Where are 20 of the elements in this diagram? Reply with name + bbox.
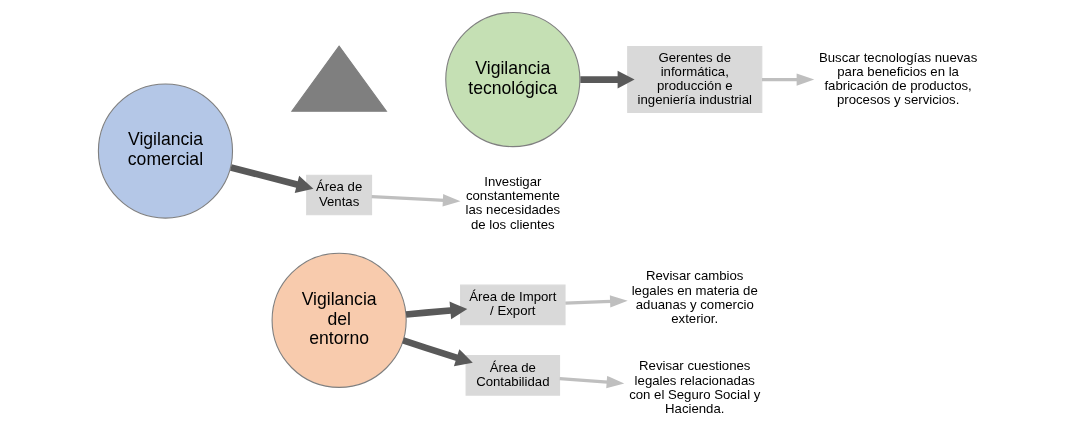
node-text: Buscar tecnologías nuevas para beneficios en la fabricación de productos, procesos y servicios.: [818, 49, 977, 108]
node-circle: Vigilancia tecnológica: [444, 12, 580, 148]
arrow: [371, 194, 460, 207]
node-box: Área de Import / Export: [459, 284, 566, 326]
node-box: Área de Ventas: [305, 174, 372, 216]
node-circle: Vigilancia comercial: [97, 83, 233, 219]
node-box: Área de Contabilidad: [465, 354, 560, 396]
arrow: [579, 70, 635, 89]
arrow: [401, 337, 473, 367]
arrow: [229, 164, 313, 194]
node-triangle: [290, 45, 387, 112]
node-circle: Vigilancia del entorno: [271, 252, 407, 388]
arrow: [405, 301, 467, 320]
node-text: Investigar constantemente las necesidades de los clientes: [465, 173, 560, 232]
node-text: Revisar cuestiones legales relacionadas con el Seguro Social y Hacienda.: [628, 358, 760, 417]
node-text: Revisar cambios legales en materia de aduanas y comercio exterior.: [631, 268, 758, 327]
arrow: [761, 73, 814, 86]
node-box: Gerentes de informática, producción e ingeniería industrial: [626, 46, 762, 114]
arrow: [559, 375, 624, 389]
arrow: [564, 295, 628, 308]
